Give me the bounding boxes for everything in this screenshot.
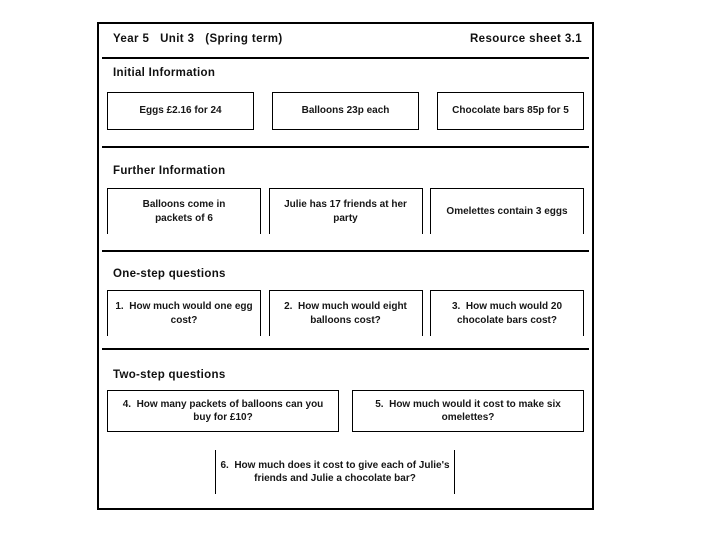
question-box-1: 1. How much would one egg cost? (107, 290, 261, 336)
one-step-questions-row: 1. How much would one egg cost? 2. How m… (107, 290, 584, 336)
question-5-text: 5. How much would it cost to make six om… (375, 398, 561, 424)
info-box-julie-friends-text: Julie has 17 friends at her party (284, 199, 407, 224)
initial-information-row: Eggs £2.16 for 24 Balloons 23p each Choc… (107, 92, 584, 130)
question-box-5: 5. How much would it cost to make six om… (352, 390, 584, 432)
info-box-balloons: Balloons 23p each (272, 92, 419, 130)
info-box-balloons-text: Balloons 23p each (301, 105, 390, 117)
section-divider (102, 146, 589, 148)
question-box-4: 4. How many packets of balloons can you … (107, 390, 339, 432)
question-2-text: 2. How much would eight balloons cost? (284, 301, 407, 326)
sheet-header: Year 5 Unit 3 (Spring term) Resource she… (113, 33, 582, 45)
info-box-chocolate: Chocolate bars 85p for 5 (437, 92, 584, 130)
header-course-info: Year 5 Unit 3 (Spring term) (113, 33, 283, 45)
info-box-julie-friends: Julie has 17 friends at her party (268, 188, 423, 234)
section-heading-one-step-questions: One-step questions (113, 268, 226, 280)
info-box-omelettes: Omelettes contain 3 eggs (430, 188, 584, 234)
question-6-text: 6. How much does it cost to give each of… (220, 459, 450, 485)
section-heading-initial-information: Initial Information (113, 67, 216, 79)
info-box-omelettes-text: Omelettes contain 3 eggs (446, 205, 568, 217)
two-step-questions-row: 4. How many packets of balloons can you … (107, 390, 584, 432)
info-box-chocolate-text: Chocolate bars 85p for 5 (452, 105, 569, 117)
info-box-balloon-packets-text: Balloons come in packets of 6 (142, 199, 226, 224)
question-box-2: 2. How much would eight balloons cost? (268, 290, 423, 336)
section-divider (102, 348, 589, 350)
question-box-3: 3. How much would 20 chocolate bars cost… (430, 290, 584, 336)
question-4-text: 4. How many packets of balloons can you … (122, 398, 324, 424)
further-information-row: Balloons come in packets of 6 Julie has … (107, 188, 584, 234)
info-box-eggs-text: Eggs £2.16 for 24 (139, 105, 222, 117)
section-divider (102, 250, 589, 252)
section-divider (102, 57, 589, 59)
question-box-6: 6. How much does it cost to give each of… (215, 450, 455, 494)
section-heading-two-step-questions: Two-step questions (113, 369, 226, 381)
section-heading-further-information: Further Information (113, 165, 226, 177)
resource-sheet: Year 5 Unit 3 (Spring term) Resource she… (97, 22, 594, 510)
question-3-text: 3. How much would 20 chocolate bars cost… (451, 301, 562, 326)
question-1-text: 1. How much would one egg cost? (115, 301, 253, 326)
info-box-balloon-packets: Balloons come in packets of 6 (107, 188, 261, 234)
header-sheet-title: Resource sheet 3.1 (469, 33, 582, 45)
info-box-eggs: Eggs £2.16 for 24 (107, 92, 254, 130)
